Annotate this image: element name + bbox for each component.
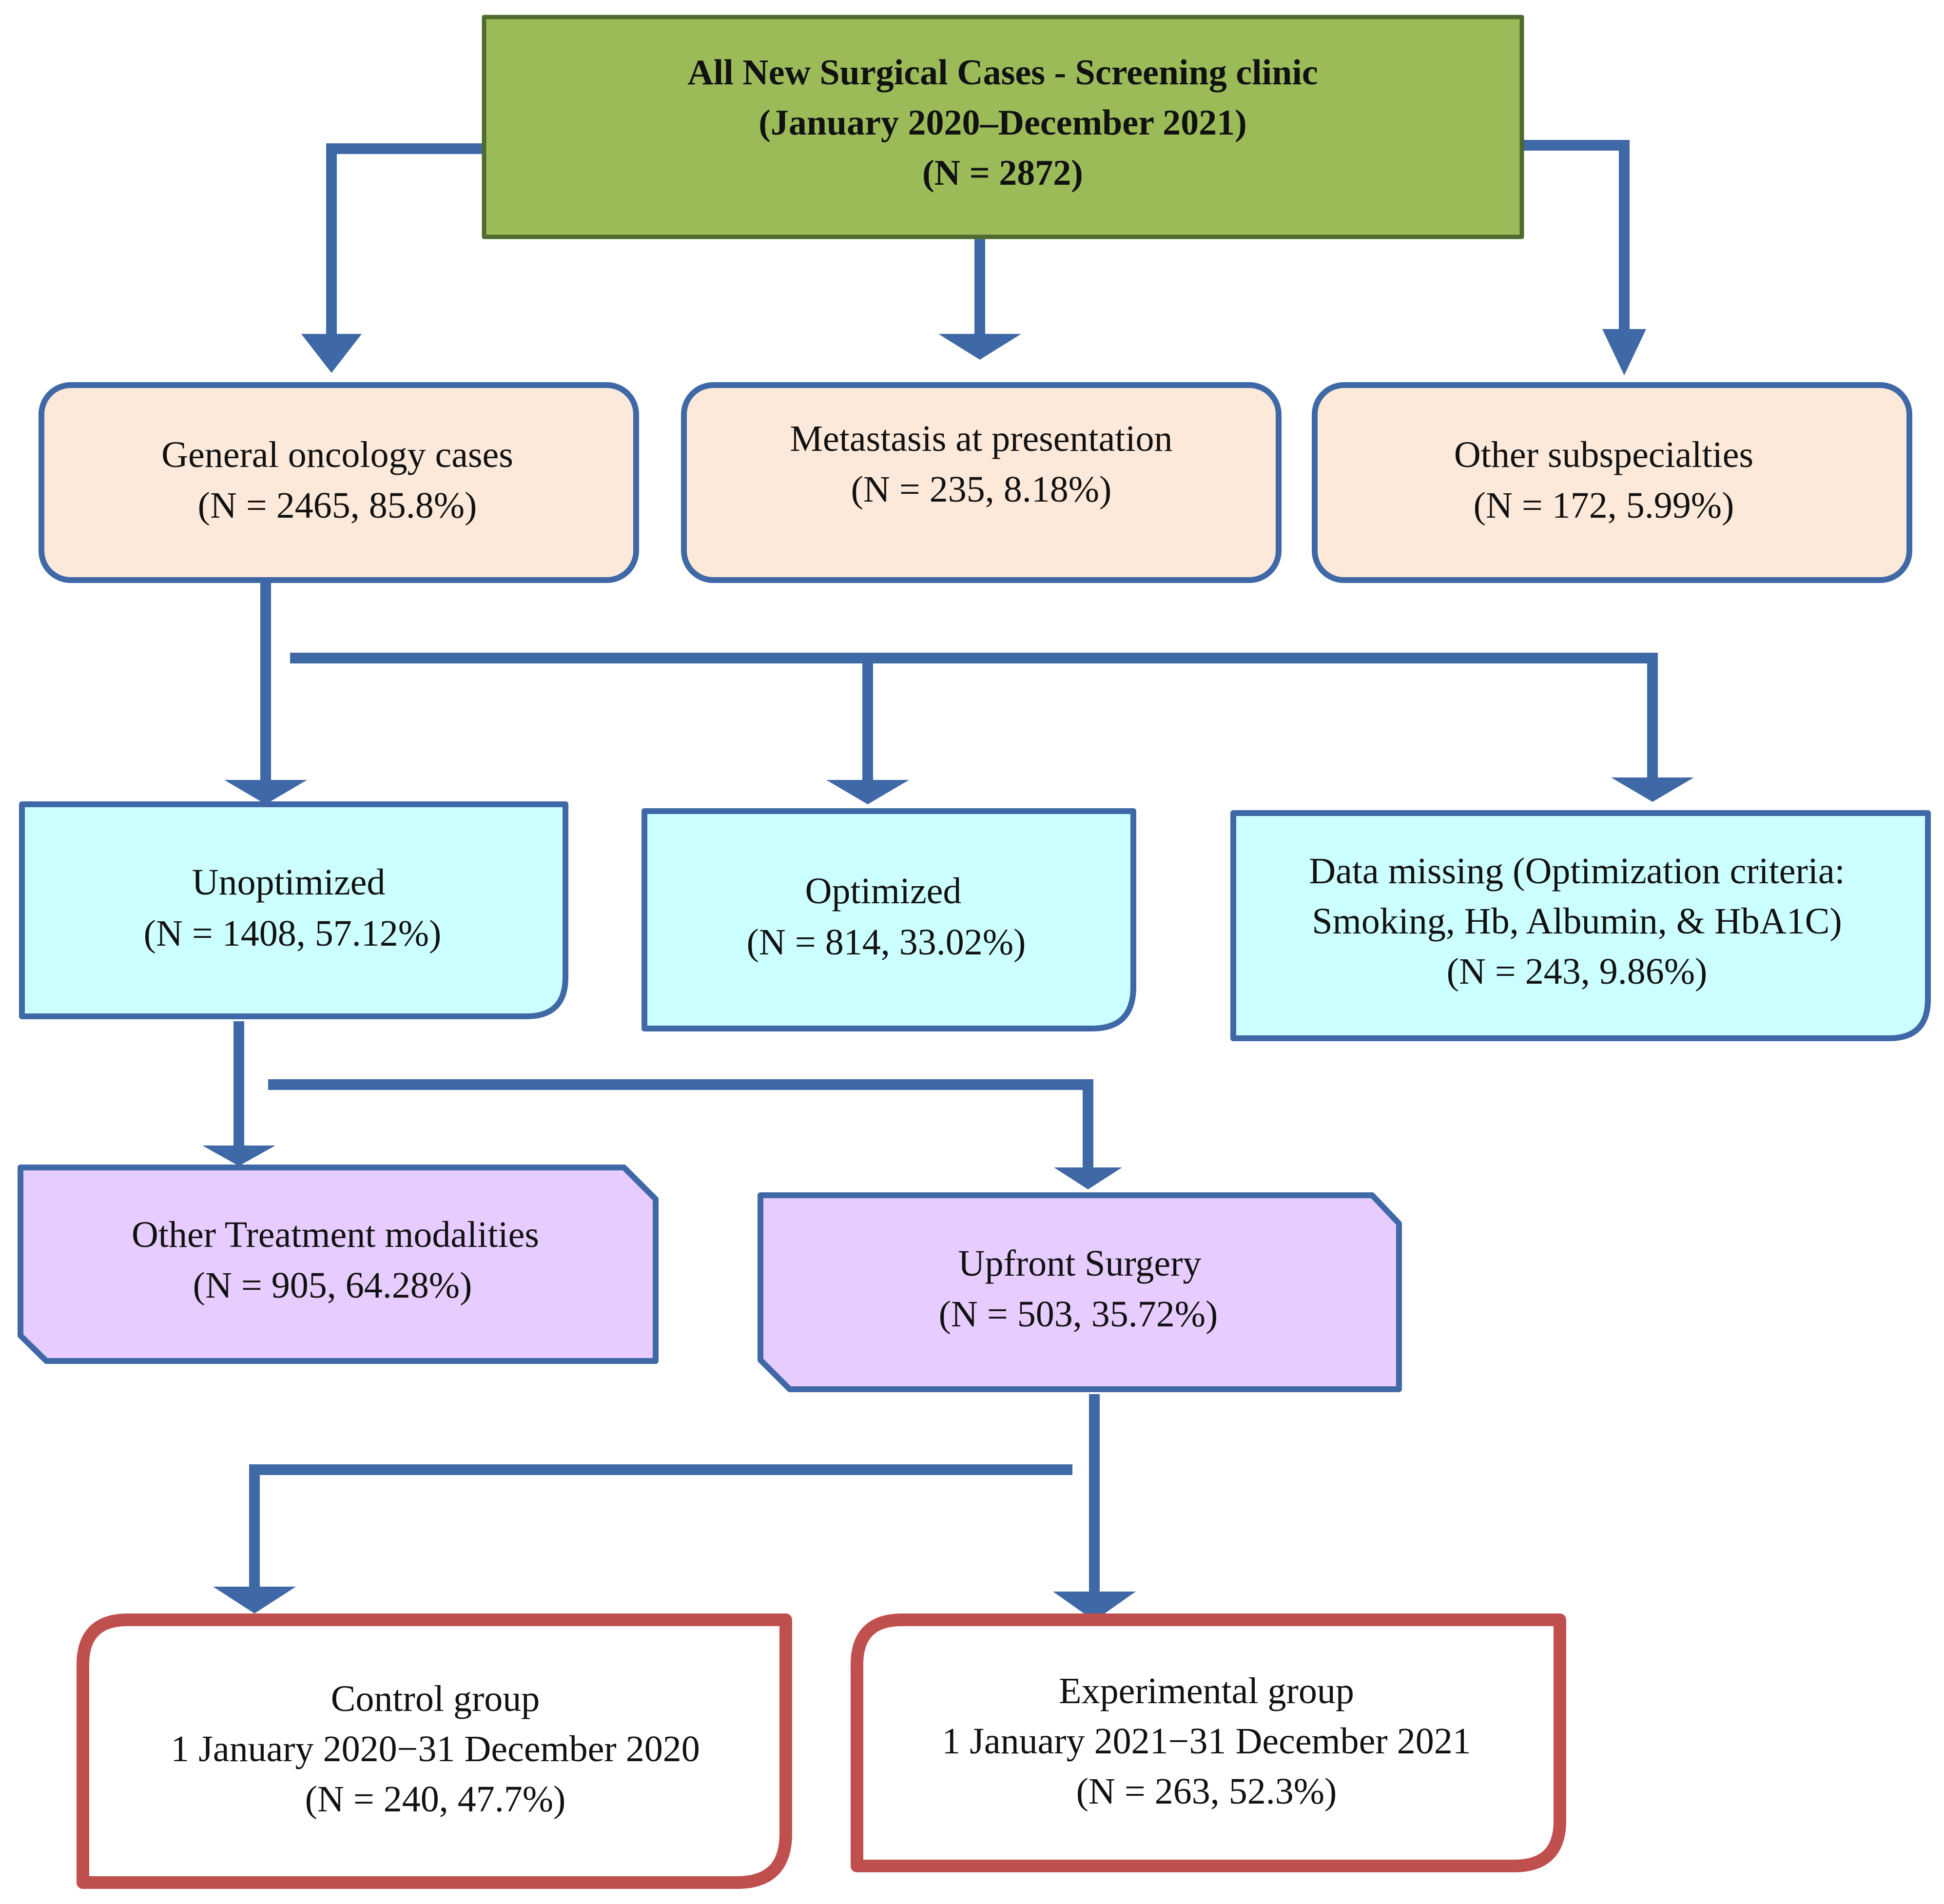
connectors <box>202 140 1694 1621</box>
other-treatment-label-line2: (N = 905, 64.28%) <box>193 1265 472 1306</box>
experimental-group-label-line2: 1 January 2021−31 December 2021 <box>942 1721 1471 1762</box>
unoptimized-label-line2: (N = 1408, 57.12%) <box>144 913 442 954</box>
data-missing-box <box>1230 810 1931 1041</box>
arrowhead-optimized <box>826 780 909 804</box>
other-subspecialties-box <box>1312 382 1912 583</box>
root-label-line1: All New Surgical Cases - Screening clini… <box>687 53 1318 93</box>
root-label-line3: (N = 2872) <box>922 153 1083 193</box>
metastasis-label-line2: (N = 235, 8.18%) <box>851 469 1112 510</box>
control-group-label-line1: Control group <box>331 1678 540 1719</box>
metastasis-box <box>681 382 1282 583</box>
control-group-label-line3: (N = 240, 47.7%) <box>305 1779 566 1820</box>
connector-branch-to-control <box>249 1464 1072 1587</box>
connector-root-to-general-oncology <box>326 143 484 334</box>
connector-branch-to-optimized-and-missing <box>290 653 1658 777</box>
arrowhead-general-oncology <box>301 334 362 373</box>
data-missing-label-line3: (N = 243, 9.86%) <box>1447 951 1708 992</box>
arrowhead-control-group <box>213 1587 296 1613</box>
data-missing-label-line1: Data missing (Optimization criteria: <box>1309 851 1845 892</box>
upfront-surgery-label-line2: (N = 503, 35.72%) <box>939 1294 1218 1335</box>
connector-root-to-other-subspecialties <box>1522 140 1630 329</box>
data-missing-label-line2: Smoking, Hb, Albumin, & HbA1C) <box>1312 901 1842 942</box>
arrowhead-other-treatment <box>202 1146 275 1166</box>
optimized-box <box>642 808 1136 1031</box>
upfront-surgery-label-line1: Upfront Surgery <box>958 1243 1202 1284</box>
general-oncology-box <box>39 382 639 583</box>
arrowhead-other-subspecialties <box>1602 329 1646 375</box>
upfront-surgery-box <box>758 1192 1402 1392</box>
connector-branch-to-upfront-surgery <box>268 1079 1093 1167</box>
optimized-label-line2: (N = 814, 33.02%) <box>747 922 1026 963</box>
arrowhead-data-missing <box>1611 777 1694 802</box>
experimental-group-box <box>851 1613 1566 1872</box>
unoptimized-box <box>19 801 568 1019</box>
root-box <box>482 15 1524 239</box>
control-group-label-line2: 1 January 2020−31 December 2020 <box>171 1729 700 1769</box>
experimental-group-label-line1: Experimental group <box>1059 1671 1354 1711</box>
metastasis-label-line1: Metastasis at presentation <box>790 418 1172 459</box>
general-oncology-label-line2: (N = 2465, 85.8%) <box>198 485 477 526</box>
unoptimized-label-line1: Unoptimized <box>192 862 386 903</box>
other-subspecialties-label-line2: (N = 172, 5.99%) <box>1474 485 1734 526</box>
other-subspecialties-label-line1: Other subspecialties <box>1454 434 1753 475</box>
arrowhead-upfront-surgery <box>1054 1167 1122 1189</box>
arrowhead-unoptimized <box>224 780 307 804</box>
control-group-box <box>77 1613 792 1889</box>
arrowhead-experimental-group <box>1053 1592 1136 1621</box>
arrowhead-metastasis <box>938 334 1021 360</box>
root-label-line2: (January 2020–December 2021) <box>758 103 1247 143</box>
other-treatment-box <box>18 1165 659 1364</box>
optimized-label-line1: Optimized <box>805 871 962 912</box>
experimental-group-label-line3: (N = 263, 52.3%) <box>1076 1771 1337 1812</box>
general-oncology-label-line1: General oncology cases <box>161 434 513 475</box>
other-treatment-label-line1: Other Treatment modalities <box>132 1214 539 1255</box>
